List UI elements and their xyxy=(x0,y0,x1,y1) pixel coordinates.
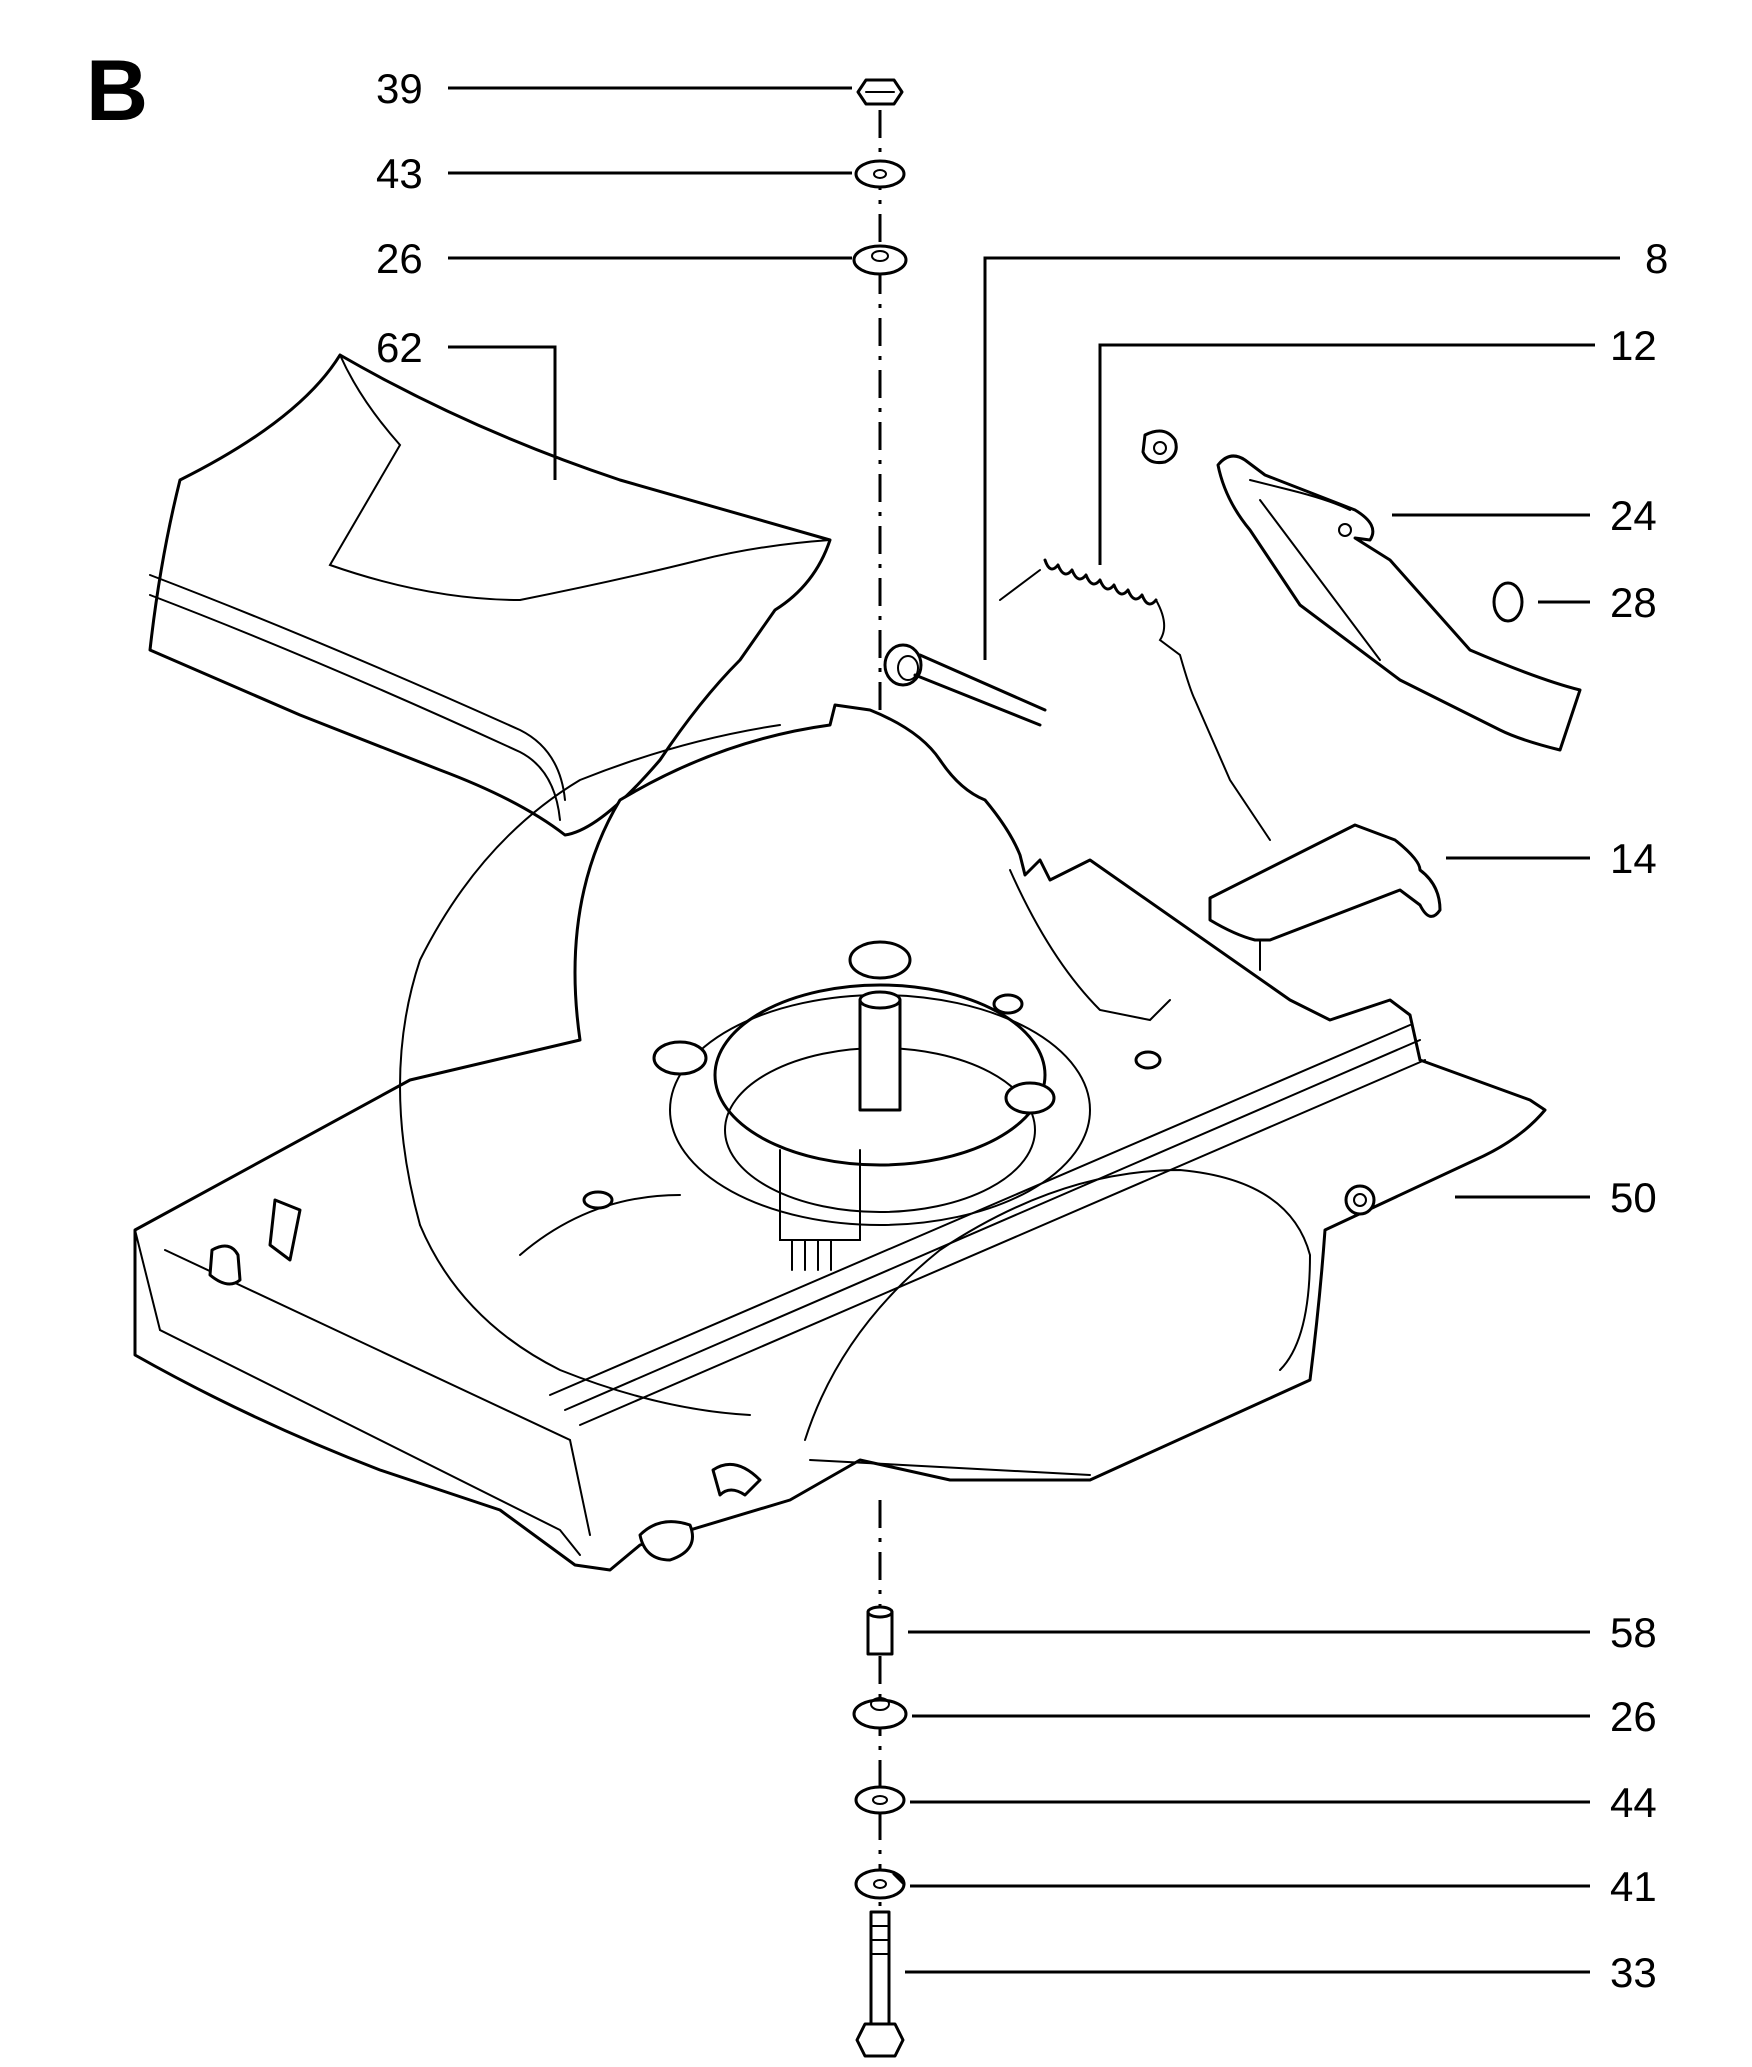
lock-washer-part xyxy=(854,1868,906,1900)
callout-12: 12 xyxy=(1610,322,1657,369)
callout-33: 33 xyxy=(1610,1949,1657,1996)
callout-8: 8 xyxy=(1645,235,1668,282)
spacer-sleeve-part xyxy=(866,1605,894,1656)
callout-26-lower: 26 xyxy=(1610,1693,1657,1740)
callout-50: 50 xyxy=(1610,1174,1657,1221)
lever-bracket-part xyxy=(1216,454,1582,752)
spring-pin-part xyxy=(883,643,1047,727)
section-letter: B xyxy=(86,43,148,139)
rear-cover-part xyxy=(148,353,832,837)
callout-26-upper: 26 xyxy=(376,235,423,282)
washer-part-43 xyxy=(854,159,906,189)
bolt-part xyxy=(855,1910,905,2058)
callout-39: 39 xyxy=(376,65,423,112)
callout-44: 44 xyxy=(1610,1779,1657,1826)
callout-24: 24 xyxy=(1610,492,1657,539)
mower-deck-part xyxy=(133,703,1547,1572)
callout-28: 28 xyxy=(1610,579,1657,626)
o-ring-part xyxy=(1492,581,1524,623)
latch-plate-part xyxy=(1208,823,1442,971)
washer-part-26-upper xyxy=(852,244,908,276)
nut-part xyxy=(856,78,904,106)
callout-41: 41 xyxy=(1610,1863,1657,1910)
retainer-clip-part xyxy=(1141,429,1178,464)
callout-14: 14 xyxy=(1610,835,1657,882)
callout-43: 43 xyxy=(376,150,423,197)
callout-58: 58 xyxy=(1610,1609,1657,1656)
tension-spring-part xyxy=(999,558,1271,841)
callout-62: 62 xyxy=(376,324,423,371)
washer-part-44 xyxy=(854,1785,906,1815)
washer-part-26-lower xyxy=(852,1697,908,1730)
